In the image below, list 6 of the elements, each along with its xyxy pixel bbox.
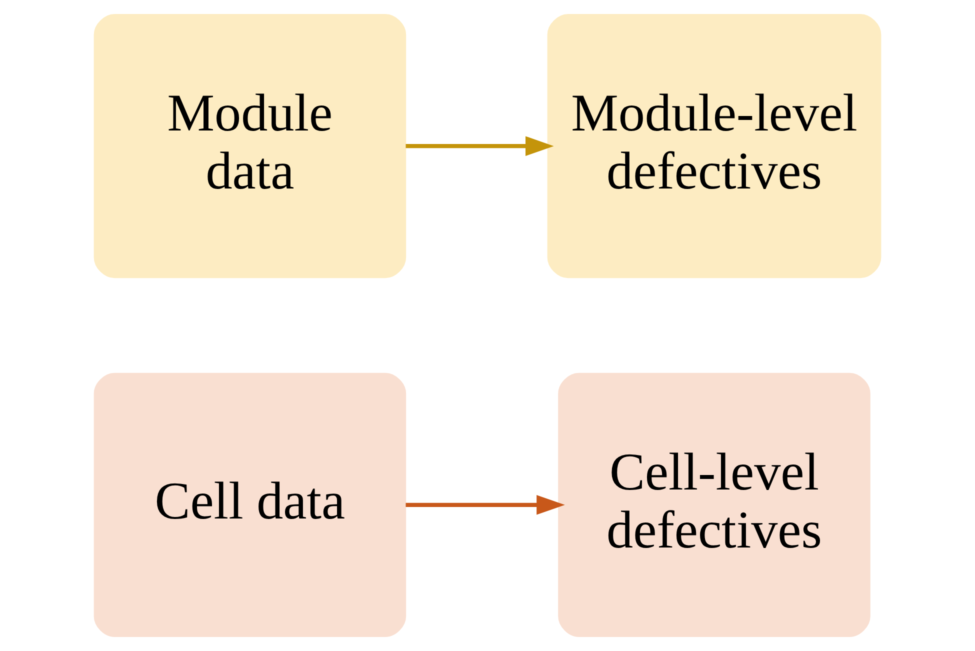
arrow xyxy=(406,136,554,156)
node-box: Module-level defectives xyxy=(547,14,882,278)
node-box: Module data xyxy=(94,14,406,278)
node-box: Cell data xyxy=(94,372,406,637)
arrow xyxy=(406,495,565,515)
node-box: Cell-level defectives xyxy=(558,372,870,637)
